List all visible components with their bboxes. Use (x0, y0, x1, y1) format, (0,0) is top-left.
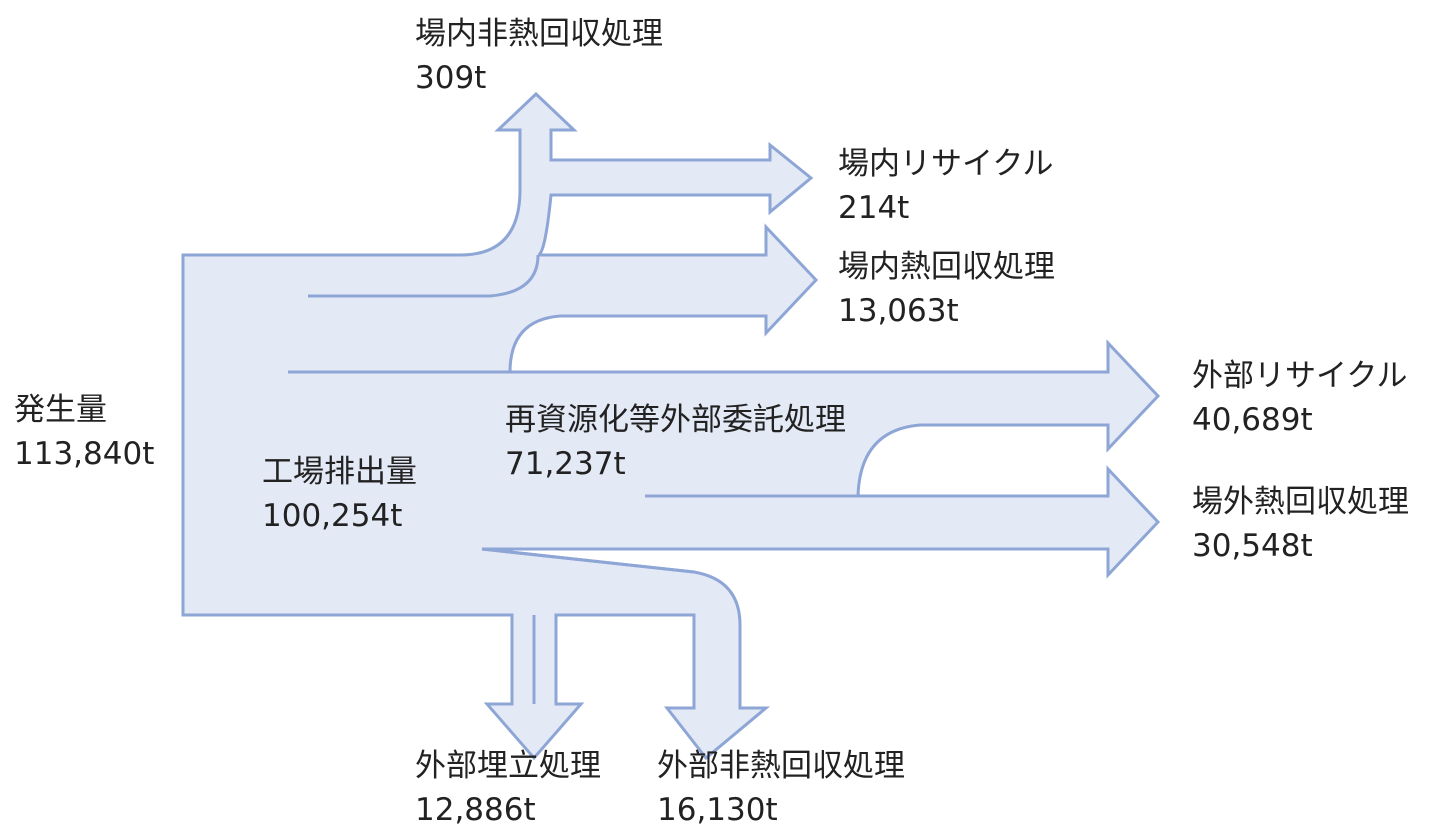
node-generation: 発生量 113,840t (14, 388, 154, 476)
node-label: 場内リサイクル (838, 146, 1054, 182)
node-label: 発生量 (14, 392, 107, 428)
node-offsite-heat-recovery: 場外熱回収処理 30,548t (1192, 480, 1409, 568)
node-label: 場外熱回収処理 (1192, 484, 1409, 520)
node-label: 外部非熱回収処理 (657, 748, 905, 784)
node-label: 再資源化等外部委託処理 (505, 402, 846, 438)
node-value: 16,130t (657, 792, 778, 828)
node-value: 12,886t (415, 792, 536, 828)
node-label: 外部リサイクル (1192, 358, 1408, 394)
node-onsite-recycle: 場内リサイクル 214t (838, 142, 1053, 230)
node-value: 40,689t (1192, 402, 1313, 438)
node-onsite-heat-recovery: 場内熱回収処理 13,063t (838, 245, 1055, 333)
seam-bottom-branch (481, 547, 695, 574)
node-external-non-heat-recovery: 外部非熱回収処理 16,130t (657, 744, 905, 832)
node-value: 71,237t (505, 446, 626, 482)
node-value: 113,840t (14, 436, 155, 472)
generation-flow-body (181, 91, 1161, 761)
node-value: 13,063t (838, 293, 959, 329)
node-external-consignment: 再資源化等外部委託処理 71,237t (505, 398, 846, 486)
node-value: 309t (415, 60, 487, 96)
node-value: 214t (838, 190, 910, 226)
node-external-landfill: 外部埋立処理 12,886t (415, 744, 601, 832)
node-label: 外部埋立処理 (415, 748, 601, 784)
node-value: 100,254t (262, 498, 403, 534)
node-label: 場内熱回収処理 (838, 249, 1055, 285)
node-value: 30,548t (1192, 528, 1313, 564)
node-label: 場内非熱回収処理 (415, 16, 663, 52)
node-label: 工場排出量 (262, 454, 417, 490)
node-external-recycle: 外部リサイクル 40,689t (1192, 354, 1407, 442)
node-onsite-non-heat-recovery: 場内非熱回収処理 309t (415, 12, 663, 100)
seam-onsite-branch (308, 254, 540, 298)
node-factory-discharge: 工場排出量 100,254t (262, 450, 417, 538)
